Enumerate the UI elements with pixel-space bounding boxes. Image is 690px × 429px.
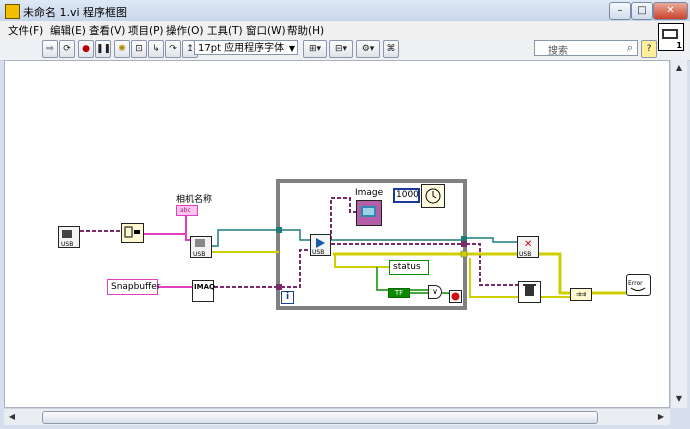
image-out-tunnel <box>461 241 467 247</box>
usb-tag-3: USB <box>312 249 324 255</box>
vi-icon[interactable]: 1 <box>658 23 684 51</box>
scroll-up-icon[interactable]: ▲ <box>675 63 683 72</box>
maximize-button[interactable]: □ <box>631 2 653 20</box>
highlight-execution-icon[interactable]: ✺ <box>114 40 130 58</box>
imaq-dispose-node[interactable] <box>518 281 541 303</box>
camera-name-control[interactable]: abc <box>176 205 198 216</box>
step-over-icon[interactable]: ↷ <box>165 40 181 58</box>
search-placeholder: 搜索 <box>548 46 568 57</box>
or-function-node[interactable]: ∨ <box>428 285 442 299</box>
clean-up-diagram-icon[interactable]: ⌘ <box>383 40 399 58</box>
horizontal-scrollbar[interactable]: ◀ ▶ <box>4 408 670 425</box>
close-button[interactable]: ✕ <box>653 2 688 20</box>
step-into-icon[interactable]: ↳ <box>148 40 164 58</box>
horizontal-scroll-thumb[interactable] <box>42 411 598 424</box>
error-tag: Error <box>628 280 643 287</box>
menu-help[interactable]: 帮助(H) <box>287 25 325 37</box>
reorder-icon[interactable]: ⚙▾ <box>356 40 380 58</box>
menu-project[interactable]: 项目(P) <box>128 25 164 37</box>
image-display-wire <box>330 197 356 240</box>
status-indicator: status <box>389 260 429 275</box>
search-input[interactable]: 搜索 ⌕ <box>534 40 638 57</box>
menu-window[interactable]: 窗口(W) <box>246 25 286 37</box>
usb-tag-4: USB <box>519 251 531 257</box>
error-out-tunnel <box>460 250 468 258</box>
status-bool-wire <box>376 267 428 291</box>
window-title: 未命名 1.vi 程序框图 <box>23 6 128 19</box>
close-camera-node[interactable]: ✕USB <box>517 236 539 258</box>
chevron-down-icon: ▼ <box>288 44 295 53</box>
scroll-down-icon[interactable]: ▼ <box>675 394 683 403</box>
wait-ms-constant[interactable]: 1000 <box>393 188 420 203</box>
image-display-indicator[interactable] <box>356 200 382 226</box>
wait-ms-node[interactable] <box>421 184 445 208</box>
dispose-error-wire <box>469 258 518 298</box>
menu-edit[interactable]: 编辑(E) <box>50 25 86 37</box>
open-camera-node[interactable]: USB <box>190 236 212 258</box>
image-label: Image <box>355 188 384 198</box>
error-out-wire <box>466 252 570 295</box>
camera-name-label: 相机名称 <box>176 195 213 205</box>
image-tunnel <box>276 284 282 290</box>
font-select[interactable]: 17pt 应用程序字体 ▼ <box>194 40 298 55</box>
status-error-wire <box>334 254 390 268</box>
loop-session-wire <box>279 229 310 241</box>
grab-acquire-node[interactable]: USB <box>310 234 331 256</box>
session-tunnel <box>276 227 282 233</box>
labview-app-icon <box>5 4 20 19</box>
run-arrow-icon[interactable]: ⇨ <box>42 40 58 58</box>
scroll-left-icon[interactable]: ◀ <box>8 412 16 421</box>
block-diagram-canvas[interactable] <box>4 60 670 408</box>
vi-icon-number: 1 <box>676 41 682 50</box>
loop-condition-terminal[interactable] <box>449 290 462 303</box>
context-help-button[interactable]: ? <box>641 40 657 58</box>
session-out-tunnel <box>461 236 467 242</box>
vertical-scrollbar[interactable]: ▲ ▼ <box>670 60 687 408</box>
menu-operate[interactable]: 操作(O) <box>166 25 204 37</box>
menu-tools[interactable]: 工具(T) <box>207 25 243 37</box>
title-bar: 未命名 1.vi 程序框图 – □ ✕ <box>0 0 690 21</box>
menu-file[interactable]: 文件(F) <box>8 25 44 37</box>
align-objects-icon[interactable]: ⊞▾ <box>303 40 327 58</box>
true-constant[interactable]: TF <box>388 288 410 298</box>
distribute-objects-icon[interactable]: ⊟▾ <box>329 40 353 58</box>
pause-icon[interactable]: ❚❚ <box>95 40 111 58</box>
menu-view[interactable]: 查看(V) <box>89 25 126 37</box>
imaq-create-node[interactable]: IMAQ <box>192 280 215 302</box>
camera-list-node[interactable]: USB <box>58 226 80 248</box>
retain-wire-values-icon[interactable]: ⊡ <box>131 40 147 58</box>
search-icon[interactable]: ⌕ <box>626 41 633 54</box>
dispose-image-wire <box>466 243 518 286</box>
close-session-wire <box>466 237 517 243</box>
font-select-value: 17pt 应用程序字体 <box>198 43 285 54</box>
usb-tag: USB <box>61 241 73 247</box>
loop-image-wire <box>281 249 310 288</box>
scroll-right-icon[interactable]: ▶ <box>657 412 665 421</box>
session-wire <box>212 229 279 247</box>
close-icon: ✕ <box>524 239 532 250</box>
merge-errors-node[interactable]: ⇉⇉ <box>570 288 592 301</box>
abort-icon[interactable]: ● <box>78 40 94 58</box>
minimize-button[interactable]: – <box>609 2 631 20</box>
loop-iteration-terminal: i <box>281 291 294 304</box>
index-array-node[interactable] <box>121 223 144 243</box>
snapbuffer-constant[interactable]: Snapbuffer <box>107 279 161 295</box>
run-continuously-icon[interactable]: ⟳ <box>59 40 75 58</box>
simple-error-handler-node[interactable]: Error <box>626 274 651 296</box>
usb-tag-2: USB <box>193 251 205 257</box>
